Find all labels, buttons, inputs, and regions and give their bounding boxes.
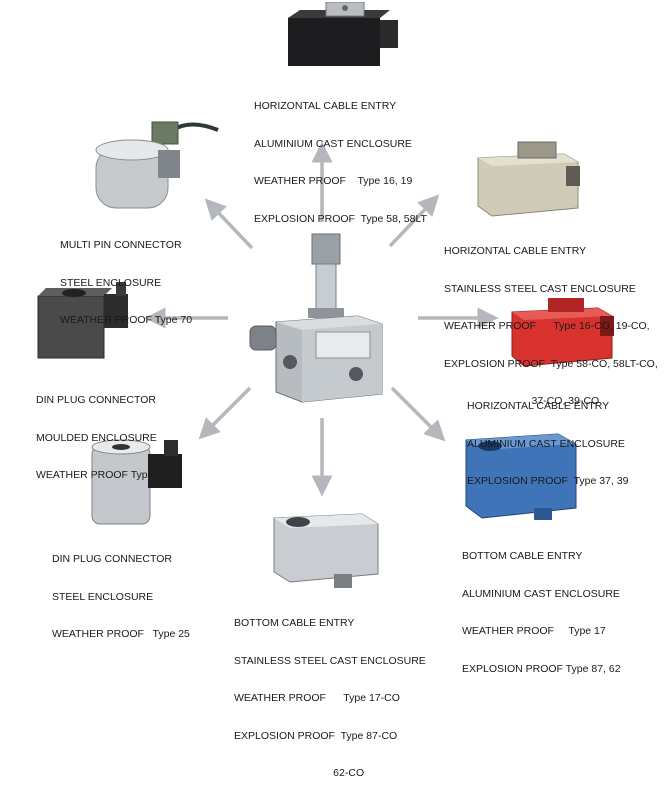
label-left: DIN PLUG CONNECTOR MOULDED ENCLOSURE WEA… bbox=[36, 369, 168, 494]
label-line: STEEL ENCLOSURE bbox=[60, 276, 162, 289]
label-top-right: HORIZONTAL CABLE ENTRY STAINLESS STEEL C… bbox=[444, 220, 658, 420]
label-line: DIN PLUG CONNECTOR bbox=[52, 553, 172, 565]
black-horizontal-cable-entry-enclosure bbox=[288, 2, 398, 66]
din-plug-steel-enclosure bbox=[91, 439, 182, 525]
label-line: BOTTOM CABLE ENTRY bbox=[462, 550, 583, 562]
blue-aluminium-cast-enclosure bbox=[465, 433, 577, 520]
label-bottom: BOTTOM CABLE ENTRY STAINLESS STEEL CAST … bbox=[234, 592, 426, 792]
label-line: STAINLESS STEEL CAST ENCLOSURE bbox=[444, 282, 636, 295]
beige-stainless-cast-enclosure bbox=[477, 141, 580, 217]
label-line: WEATHER PROOF Type 17-CO bbox=[234, 692, 400, 704]
label-line: WEATHER PROOF Type 16, 19 bbox=[254, 175, 413, 187]
label-line: EXPLOSION PROOF Type 58, 58LT bbox=[254, 212, 427, 225]
label-line: WEATHER PROOF Type 16-CO, 19-CO, bbox=[444, 320, 650, 332]
label-line: WEATHER PROOF Type 25 bbox=[52, 628, 190, 640]
arrow-down-right bbox=[390, 386, 446, 442]
label-line: EXPLOSION PROOF Type 87, 62 bbox=[462, 662, 621, 675]
multi-pin-steel-enclosure bbox=[95, 121, 219, 209]
label-bottom-right: BOTTOM CABLE ENTRY ALUMINIUM CAST ENCLOS… bbox=[462, 525, 621, 688]
label-right: HORIZONTAL CABLE ENTRY ALUMINIUM CAST EN… bbox=[467, 375, 628, 500]
label-line: EXPLOSION PROOF Type 87-CO bbox=[234, 729, 398, 742]
label-line: ALUMINIUM CAST ENCLOSURE bbox=[462, 587, 620, 600]
arrow-up-right bbox=[388, 194, 440, 248]
label-line: MOULDED ENCLOSURE bbox=[36, 431, 157, 444]
red-aluminium-cast-enclosure bbox=[511, 298, 614, 367]
label-line: WEATHER PROOF Type 70 bbox=[60, 314, 193, 326]
stainless-bottom-cable-entry-enclosure bbox=[273, 513, 379, 588]
label-line: HORIZONTAL CABLE ENTRY bbox=[467, 400, 610, 412]
arrow-down-left bbox=[198, 386, 252, 440]
label-line: DIN PLUG CONNECTOR bbox=[36, 394, 156, 406]
label-line: WEATHER PROOF Type 17 bbox=[462, 625, 606, 637]
label-line: ALUMINIUM CAST ENCLOSURE bbox=[254, 137, 412, 150]
label-line: EXPLOSION PROOF Type 58-CO, 58LT-CO, bbox=[444, 357, 658, 370]
arrow-up-left bbox=[204, 198, 254, 250]
label-line: 37-CO, 39-CO bbox=[444, 395, 600, 407]
label-top-left: MULTI PIN CONNECTOR STEEL ENCLOSURE WEAT… bbox=[60, 214, 192, 339]
label-line: STEEL ENCLOSURE bbox=[52, 590, 154, 603]
label-line: BOTTOM CABLE ENTRY bbox=[234, 617, 355, 629]
din-plug-moulded-enclosure bbox=[37, 282, 128, 359]
label-line: HORIZONTAL CABLE ENTRY bbox=[444, 245, 587, 257]
label-line: STAINLESS STEEL CAST ENCLOSURE bbox=[234, 654, 426, 667]
label-line: MULTI PIN CONNECTOR bbox=[60, 239, 182, 251]
label-line: WEATHER PROOF Type 22 bbox=[36, 469, 169, 481]
direction-arrows bbox=[144, 141, 499, 497]
label-line: 62-CO bbox=[234, 767, 365, 779]
label-line: HORIZONTAL CABLE ENTRY bbox=[254, 100, 397, 112]
label-bottom-left: DIN PLUG CONNECTOR STEEL ENCLOSURE WEATH… bbox=[52, 528, 190, 653]
label-line: EXPLOSION PROOF Type 37, 39 bbox=[467, 475, 629, 487]
solenoid-valve-body bbox=[249, 233, 383, 403]
label-line: ALUMINIUM CAST ENCLOSURE bbox=[467, 437, 625, 450]
label-top: HORIZONTAL CABLE ENTRY ALUMINIUM CAST EN… bbox=[254, 75, 427, 238]
